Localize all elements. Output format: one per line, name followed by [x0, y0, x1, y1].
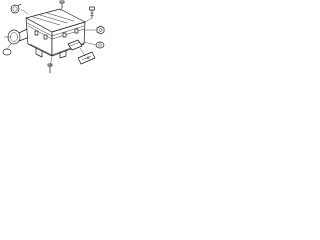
mounting-bolt: [59, 0, 65, 9]
fastener: [47, 63, 53, 74]
hose-clamp: [10, 3, 22, 14]
leader-lines: [4, 7, 97, 67]
air-cleaner-parts-diagram: [2, 0, 105, 74]
bracket: [77, 51, 96, 65]
air-cleaner-housing: [25, 8, 86, 59]
mounting-bolt: [89, 6, 95, 19]
intake-duct: [2, 28, 28, 56]
nut: [96, 25, 105, 35]
grommet: [95, 41, 105, 49]
